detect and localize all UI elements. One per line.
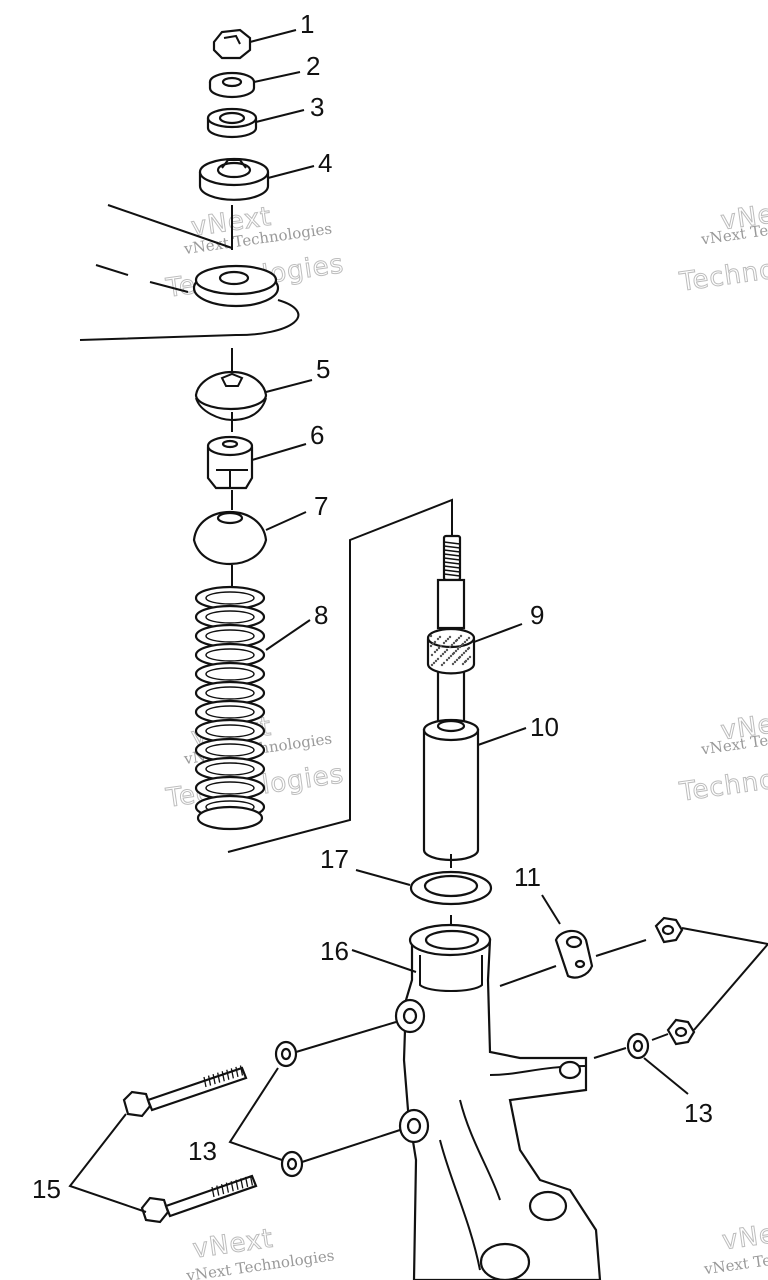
part-label: 5 — [316, 354, 330, 384]
watermark-group: vNext vNext Technologies Technologies — [677, 705, 768, 808]
part-16-spindle-knuckle — [351, 923, 602, 1280]
watermark-group: vNext vNext Technologies Technologies — [677, 195, 768, 298]
part-3-bushing — [206, 107, 305, 139]
part-label: 11 — [514, 862, 541, 892]
leader-line — [68, 1113, 147, 1213]
watermark-text: Technologies — [677, 753, 768, 808]
part-6-spacer — [206, 435, 307, 490]
part-9-bump-stop — [426, 623, 523, 675]
frame-tower — [79, 204, 300, 341]
leader-line — [265, 619, 311, 651]
part-label: 13 — [188, 1136, 217, 1166]
part-label: 17 — [320, 844, 349, 874]
part-label: 3 — [310, 92, 324, 122]
watermark-text: vNext — [720, 1215, 768, 1256]
part-label: 10 — [530, 712, 559, 742]
part-11-bracket — [499, 894, 647, 987]
part-label: 9 — [530, 600, 544, 630]
part-4-upper-mount — [198, 157, 315, 201]
part-label: 16 — [320, 936, 349, 966]
washer-13 — [274, 1021, 397, 1068]
leader-line — [693, 943, 768, 1031]
part-7-spring-seat — [192, 510, 307, 566]
part-label: 7 — [314, 491, 328, 521]
leader-line — [228, 1067, 283, 1161]
bolt-15 — [140, 1174, 258, 1224]
leader-line — [681, 927, 768, 945]
leader-line — [651, 1033, 669, 1041]
washer-13 — [626, 1032, 689, 1095]
part-label: 6 — [310, 420, 324, 450]
part-label: 1 — [300, 9, 314, 39]
bolt-15 — [122, 1065, 248, 1118]
part-label: 8 — [314, 600, 328, 630]
part-label: 4 — [318, 148, 332, 178]
part-8-coil-spring — [194, 585, 266, 831]
part-5-dome-cup — [194, 370, 313, 422]
leader-line — [593, 1047, 627, 1059]
part-label: 15 — [32, 1174, 61, 1204]
assembly-bracket — [227, 498, 453, 853]
hex-nut — [654, 916, 684, 944]
part-label: 2 — [306, 51, 320, 81]
part-label: 13 — [684, 1098, 713, 1128]
watermark-text: Technologies — [677, 243, 768, 298]
hex-nut — [666, 1018, 696, 1046]
part-17-washer — [355, 869, 493, 906]
part-2-washer — [208, 71, 301, 99]
part-1-cap-nut — [212, 28, 297, 60]
watermark-group: vNext vNext Technologies — [702, 1215, 768, 1278]
part-10-shock-absorber — [422, 534, 527, 862]
washer-13 — [280, 1129, 401, 1178]
watermark-group: vNext vNext Technologies — [184, 1223, 335, 1280]
